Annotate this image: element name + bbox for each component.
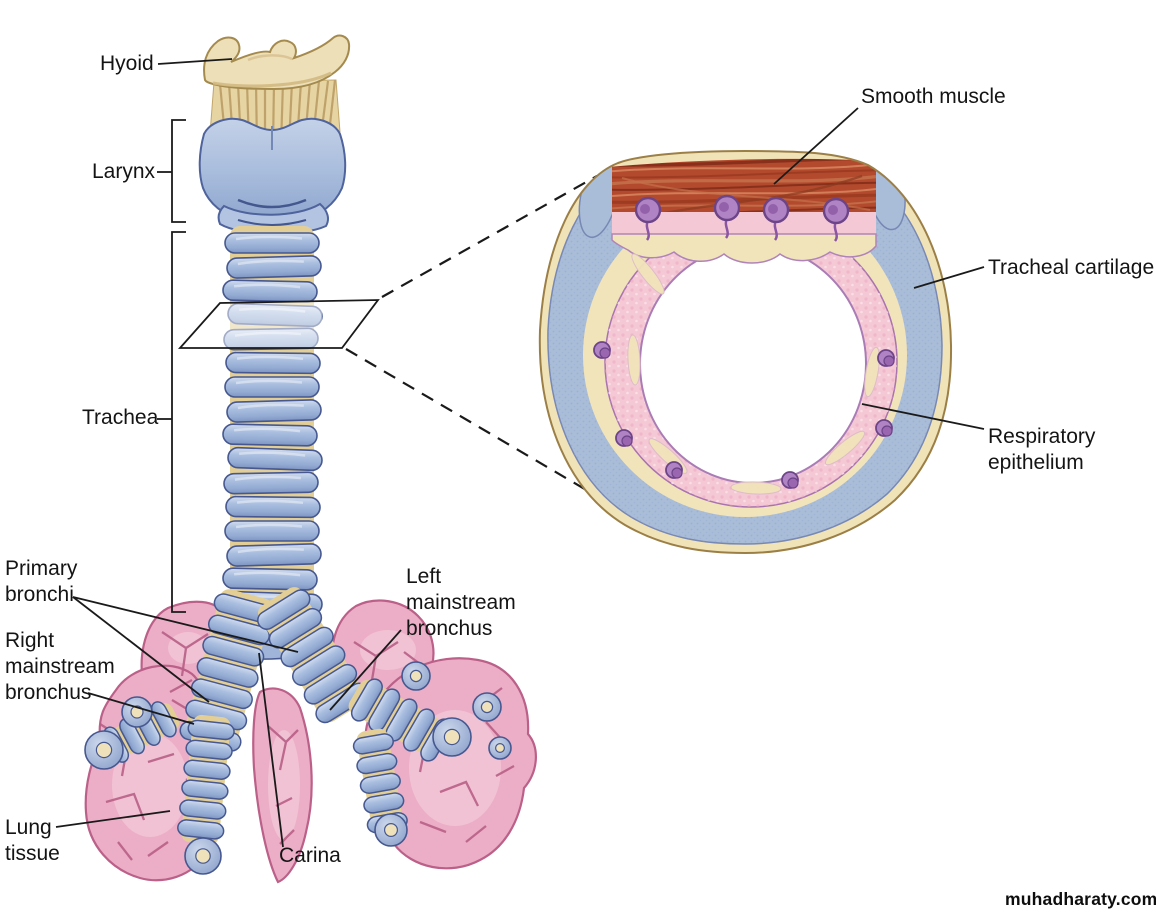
larynx-cartilage <box>198 117 347 235</box>
mucous-glands <box>593 194 895 489</box>
label-tracheal-cartilage: Tracheal cartilage <box>988 256 1155 279</box>
bronchi <box>84 587 512 875</box>
section-plane-highlight <box>222 302 322 348</box>
label-lung-tissue: Lung tissue <box>5 816 60 865</box>
label-carina: Carina <box>279 844 341 867</box>
label-smooth-muscle: Smooth muscle <box>861 85 1006 108</box>
label-hyoid: Hyoid <box>100 52 154 75</box>
label-respiratory-epithelium: Respiratory epithelium <box>988 425 1096 474</box>
leader-lines <box>55 58 985 848</box>
label-larynx: Larynx <box>92 160 156 183</box>
cross-section <box>538 149 953 555</box>
label-primary-bronchi: Primary bronchi <box>5 557 78 606</box>
section-plane <box>177 299 380 349</box>
label-left-mainstream-bronchus: Left mainstream bronchus <box>406 565 516 640</box>
hyoid-bone <box>203 34 351 91</box>
submucosa-wave <box>611 233 877 264</box>
watermark: muhadharaty.com <box>1005 889 1156 909</box>
projection-dashed-lines <box>345 175 601 499</box>
label-trachea: Trachea <box>82 406 159 429</box>
label-right-mainstream-bronchus: Right mainstream bronchus <box>5 629 115 704</box>
